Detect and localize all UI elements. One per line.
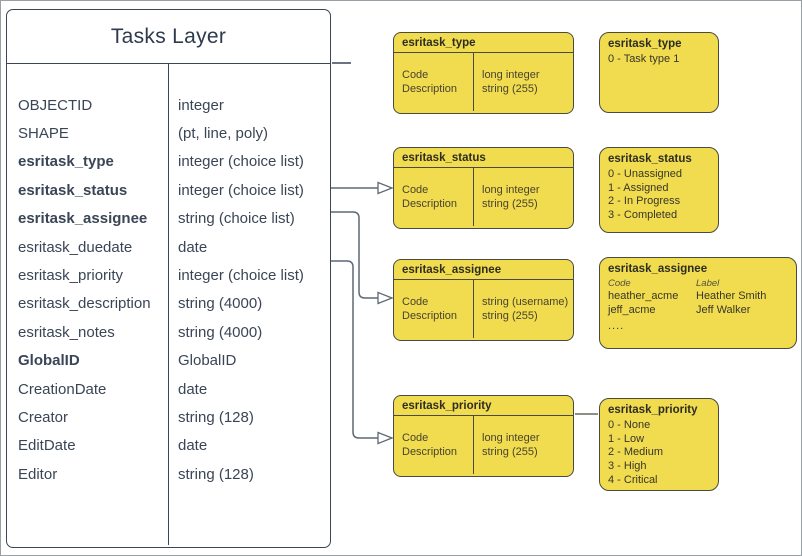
value-list-esritask-type: esritask_type 0 - Task type 1 <box>599 32 719 113</box>
field-row-esritask_priority: esritask_priority integer (choice list) <box>7 261 330 289</box>
domain-table-field-names: Code Description <box>394 53 474 111</box>
value-list-title: esritask_priority <box>608 404 698 416</box>
domain-table-title: esritask_status <box>394 148 573 168</box>
domain-table-field-names: Code Description <box>394 416 474 474</box>
field-row-esritask_assignee: esritask_assignee string (choice list) <box>7 205 330 233</box>
tasks-layer-title: Tasks Layer <box>7 10 330 64</box>
field-type: integer (choice list) <box>178 267 304 285</box>
arrowhead-priority <box>377 431 394 445</box>
field-name: GlobalID <box>18 352 80 370</box>
arrowhead-assignee <box>377 291 394 305</box>
assignee-code-column: Code heather_acme jeff_acme .... <box>608 278 696 334</box>
field-row-esritask_notes: esritask_notes string (4000) <box>7 318 330 346</box>
field-row-SHAPE: SHAPE (pt, line, poly) <box>7 119 330 147</box>
value-item: 0 - None <box>608 418 651 431</box>
value-list-title: esritask_type <box>608 38 682 50</box>
field-type: string (4000) <box>178 295 263 313</box>
domain-table-field-types: long integer string (255) <box>482 184 540 210</box>
field-name: esritask_status <box>18 181 128 199</box>
field-row-esritask_description: esritask_description string (4000) <box>7 290 330 318</box>
assignee-code-header: Code <box>608 277 631 289</box>
field-row-Editor: Editor string (128) <box>7 460 330 488</box>
arrowhead-status <box>377 181 394 195</box>
value-item: 0 - Unassigned <box>608 167 682 180</box>
value-item: 0 - Task type 1 <box>608 52 680 65</box>
value-item: Heather Smith <box>696 289 767 302</box>
field-type: string (choice list) <box>178 210 295 228</box>
field-row-EditDate: EditDate date <box>7 432 330 460</box>
field-row-GlobalID: GlobalID GlobalID <box>7 347 330 375</box>
assignee-label-header: Label <box>696 277 720 289</box>
field-row-Creator: Creator string (128) <box>7 403 330 431</box>
field-type: date <box>178 380 208 398</box>
field-type: integer (choice list) <box>178 181 304 199</box>
field-name: CreationDate <box>18 380 107 398</box>
field-name: esritask_notes <box>18 323 115 341</box>
field-type: string (128) <box>178 408 254 426</box>
value-item: 3 - Completed <box>608 209 678 222</box>
field-row-esritask_duedate: esritask_duedate date <box>7 233 330 261</box>
value-item: 3 - High <box>608 460 647 473</box>
field-name: esritask_priority <box>18 267 124 285</box>
connector-assignee <box>331 211 378 299</box>
field-type: integer (choice list) <box>178 153 304 171</box>
field-name: Creator <box>18 408 69 426</box>
value-item: Jeff Walker <box>696 303 751 316</box>
connector-priority <box>331 260 378 439</box>
value-item: 4 - Critical <box>608 473 658 486</box>
field-name: esritask_description <box>18 295 151 313</box>
field-name: OBJECTID <box>18 96 93 114</box>
field-type: string (4000) <box>178 323 263 341</box>
domain-table-field-names: Code Description <box>394 168 474 226</box>
domain-table-title: esritask_assignee <box>394 260 573 280</box>
field-type: date <box>178 437 208 455</box>
field-name: Editor <box>18 465 58 483</box>
field-row-CreationDate: CreationDate date <box>7 375 330 403</box>
domain-table-esritask-type: esritask_type Code Description long inte… <box>393 32 574 114</box>
domain-table-esritask-priority: esritask_priority Code Description long … <box>393 395 574 477</box>
field-row-esritask_type: esritask_type integer (choice list) <box>7 148 330 176</box>
field-type: (pt, line, poly) <box>178 125 269 143</box>
value-list-title: esritask_status <box>608 153 692 165</box>
value-item: 2 - Medium <box>608 446 664 459</box>
domain-table-field-types: long integer string (255) <box>482 432 540 458</box>
field-type: integer <box>178 96 224 114</box>
value-item: heather_acme <box>608 289 679 302</box>
field-type: GlobalID <box>178 352 237 370</box>
field-row-OBJECTID: OBJECTID integer <box>7 91 330 119</box>
domain-table-esritask-assignee: esritask_assignee Code Description strin… <box>393 259 574 341</box>
field-name: esritask_duedate <box>18 238 133 256</box>
value-list-esritask-status: esritask_status 0 - Unassigned 1 - Assig… <box>599 147 719 233</box>
field-type: string (128) <box>178 465 254 483</box>
value-list-esritask-assignee: esritask_assignee Code heather_acme jeff… <box>599 257 797 349</box>
field-type: date <box>178 238 208 256</box>
value-list-ellipsis: .... <box>608 320 625 333</box>
field-row-esritask_status: esritask_status integer (choice list) <box>7 176 330 204</box>
domain-table-esritask-status: esritask_status Code Description long in… <box>393 147 574 229</box>
domain-table-field-types: long integer string (255) <box>482 69 540 95</box>
field-name: esritask_assignee <box>18 210 148 228</box>
value-item: 1 - Low <box>608 432 645 445</box>
domain-table-field-names: Code Description <box>394 280 474 338</box>
field-name: esritask_type <box>18 153 114 171</box>
value-item: 1 - Assigned <box>608 181 669 194</box>
field-name: EditDate <box>18 437 76 455</box>
value-item: jeff_acme <box>608 303 656 316</box>
field-name: SHAPE <box>18 125 69 143</box>
column-divider <box>167 64 169 545</box>
domain-table-field-types: string (username) string (255) <box>482 296 569 322</box>
value-list-esritask-priority: esritask_priority 0 - None 1 - Low 2 - M… <box>599 398 719 491</box>
domain-table-title: esritask_priority <box>394 396 573 416</box>
assignee-label-column: Label Heather Smith Jeff Walker <box>696 278 788 334</box>
value-list-title: esritask_assignee <box>608 263 708 275</box>
domain-table-title: esritask_type <box>394 33 573 53</box>
value-item: 2 - In Progress <box>608 195 681 208</box>
